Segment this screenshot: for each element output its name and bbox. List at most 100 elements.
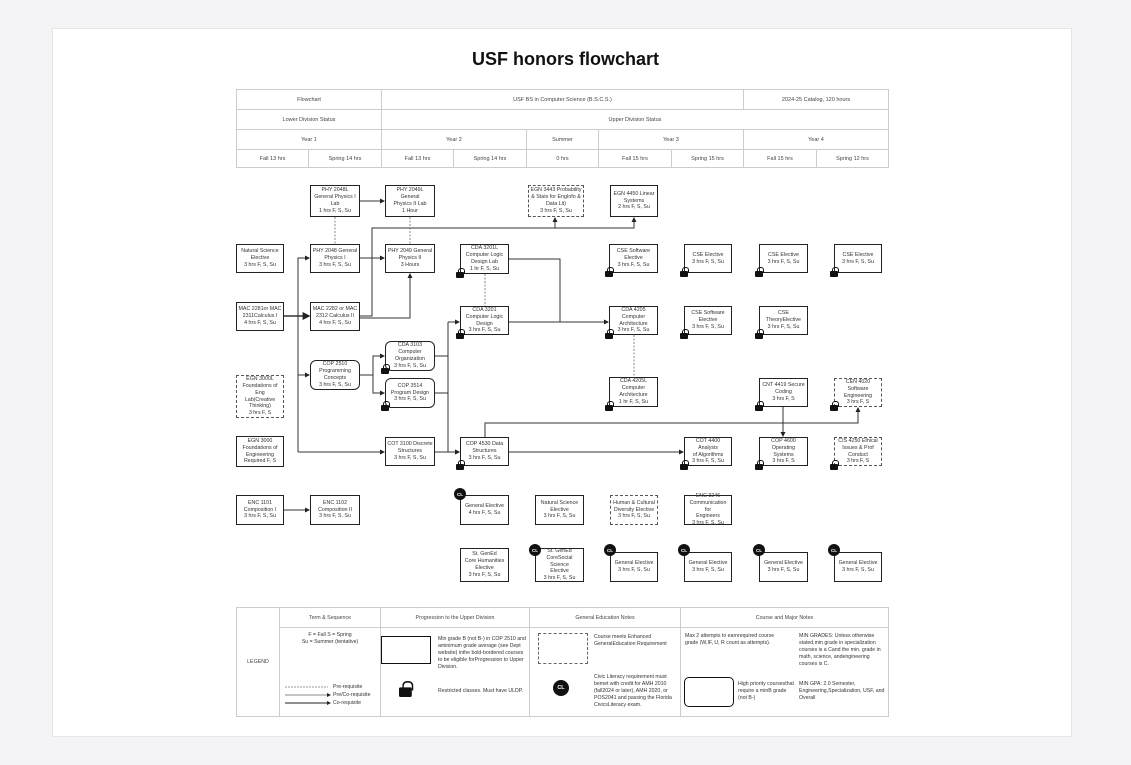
course-general-elective: General Elective 3 hrs F, S, Su <box>759 552 808 582</box>
civic-literacy-badge: CL <box>828 544 840 556</box>
lock-icon <box>755 329 764 339</box>
course-mac2282: MAC 2282 or MAC 2312 Calculus II 4 hrs F… <box>310 302 360 331</box>
course-cda3201: CDA 3201 Computer Logic Design 3 hrs F, … <box>460 306 509 335</box>
course-cop2510: COP 2510 Programming Concepts 3 hrs F, S… <box>310 360 360 390</box>
course-egn3000: EGN 3000 Foundations of Engineering Requ… <box>236 436 284 467</box>
legend-coreq: Co-requisite <box>333 700 361 706</box>
course-egn4450: EGN 4450 Linear Systems 2 hrs F, S, Su <box>610 185 658 217</box>
course-cda3103: CDA 3103 Computer Organization 3 hrs F, … <box>385 341 435 371</box>
lock-icon <box>381 364 390 374</box>
page-title: USF honors flowchart <box>471 49 659 69</box>
arrow-cop2510-cop3514 <box>372 375 385 396</box>
course-egn3000l: EGN 3000L Foundations of Eng Lab(Creativ… <box>236 375 284 418</box>
course-general-elective: General Elective 3 hrs F, S, Su <box>834 552 882 582</box>
course-enc1101: ENC 1101 Composition I 3 hrs F, S, Su <box>236 495 284 525</box>
header-term: Spring 12 hrs <box>816 149 889 168</box>
civic-literacy-badge: CL <box>454 488 466 500</box>
legend-rounded-box-sample <box>684 677 734 707</box>
legend-dashed-note: Course meets Enhanced GeneralEducation R… <box>594 634 667 648</box>
course-cse-elective: CSE Elective 3 hrs F, S, Su <box>834 244 882 273</box>
lock-icon <box>399 681 413 697</box>
legend-label: LEGEND <box>236 607 280 717</box>
legend-attempts-note: Max 2 attempts to earnrequired course gr… <box>685 633 775 647</box>
course-core-social-science: St. GenEd CoreSocial Science Elective 3 … <box>535 548 584 582</box>
course-cse-theory-elective: CSE TheoryElective 3 hrs F, S, Su <box>759 306 808 335</box>
lock-icon <box>830 267 839 277</box>
course-cda3201l: CDA 3201L Computer Logic Design Lab 1 hr… <box>460 244 509 274</box>
lock-icon <box>755 401 764 411</box>
civic-literacy-badge: CL <box>753 544 765 556</box>
course-cda4205: CDA 4205 Computer Architecture 3 hrs F, … <box>609 306 658 335</box>
legend-precoreq: Pre/Co-requisite <box>333 692 371 698</box>
course-cop3514: COP 3514 Program Design 3 hrs F, S, Su <box>385 378 435 408</box>
course-phy2048l: PHY 2048L General Physics I Lab 1 hrs F,… <box>310 185 360 217</box>
legend-min-grades: MIN GRADES: Unless otherwise stated,min … <box>799 633 881 668</box>
legend-cell <box>680 627 889 717</box>
course-enc1102: ENC 1102 Composition II 3 hrs F, S, Su <box>310 495 360 525</box>
legend-bold-note: Min grade B (not B-) in COP 2510 and ami… <box>438 636 526 671</box>
lock-icon <box>381 401 390 411</box>
course-general-elective: General Elective 4 hrs F, S, Su <box>460 495 509 525</box>
course-cse-elective: CSE Elective 3 hrs F, S, Su <box>759 244 808 273</box>
course-human-cultural-diversity: Human & Cultural Diversity Elective 3 hr… <box>610 495 658 525</box>
arrow-cop2510-cda3103 <box>360 353 385 376</box>
legend-dashed-box-sample <box>538 633 588 664</box>
course-phy2049: PHY 2049 General Physics II 3 Hours <box>385 244 435 273</box>
course-cse-software-elective: CSE Software Elective 3 hrs F, S, Su <box>609 244 658 273</box>
course-phy2048: PHY 2048 General Physics I 3 hrs F, S, S… <box>310 244 360 273</box>
legend-line-samples <box>285 686 331 705</box>
lock-icon <box>755 460 764 470</box>
legend-priority-note: High priority coursesthat require a minB… <box>738 681 794 702</box>
legend-header: Course and Major Notes <box>680 607 889 628</box>
lock-icon <box>830 460 839 470</box>
course-mac2281: MAC 2281or MAC 2311Calculus I 4 hrs F, S… <box>236 302 284 331</box>
line-cda3201l-cda4205 <box>509 258 561 322</box>
legend-header: Progression to the Upper Division <box>380 607 530 628</box>
page-card <box>52 28 1072 737</box>
legend-cl-note: Civic Literacy requirement must bemet wi… <box>594 674 672 709</box>
lock-icon <box>456 329 465 339</box>
legend-bold-box-sample <box>381 636 431 664</box>
arrow-mac2281-phy2048 <box>297 255 310 316</box>
lock-icon <box>680 267 689 277</box>
legend-lock-note: Restricted classes. Must have ULDP. <box>438 688 523 694</box>
civic-literacy-badge: CL <box>678 544 690 556</box>
course-egn3443: EGN 3443 Probability & Stats for EngInfo… <box>528 185 584 217</box>
course-core-humanities: St. GenEd Core Humanities Elective 3 hrs… <box>460 548 509 582</box>
lock-icon <box>605 401 614 411</box>
course-general-elective: General Elective 3 hrs F, S, Su <box>684 552 732 582</box>
civic-literacy-badge: CL <box>604 544 616 556</box>
course-cse-elective: CSE Elective 3 hrs F, S, Su <box>684 244 732 273</box>
course-cnt4419: CNT 4419 Secure Coding 3 hrs F, S <box>759 378 808 407</box>
arrow-mac2282-phy2049 <box>360 273 413 319</box>
lock-icon <box>605 267 614 277</box>
arrow-mac2282-egn <box>360 217 637 317</box>
legend-terms: F = Fall S = Spring Su = Summer (tentati… <box>301 632 359 646</box>
lock-icon <box>456 460 465 470</box>
lock-icon <box>680 329 689 339</box>
course-cis4250: CIS 4250 Ethical Issues & Prof Conduct 3… <box>834 437 882 466</box>
course-cop4600: COP 4600 Operating Systems 3 hrs F, S <box>759 437 808 466</box>
lock-icon <box>755 267 764 277</box>
civic-literacy-badge: CL <box>553 680 569 696</box>
course-natsci-elective: Natural Science Elective 3 hrs F, S, Su <box>535 495 584 525</box>
course-cop4530: COP 4530 Data Structures 3 hrs F, S, Su <box>460 437 509 466</box>
legend-header: Term & Sequence <box>279 607 381 628</box>
lock-icon <box>830 401 839 411</box>
course-cot3100: COT 3100 Discrete Structures 3 hrs F, S,… <box>385 437 435 466</box>
course-enc3246: ENC 3246 Communication for Engineers 3 h… <box>684 493 732 526</box>
legend-min-gpa: MIN GPA: 2.0 Semester, Engineering,Speci… <box>799 681 885 702</box>
lock-icon <box>456 268 465 278</box>
legend-header: General Education Notes <box>529 607 681 628</box>
civic-literacy-badge: CL <box>529 544 541 556</box>
legend-prereq: Pre-requisite <box>333 684 363 690</box>
course-phy2049l: PHY 2049L General Physics II Lab 1 Hour <box>385 185 435 217</box>
course-natsci-elective: Natural Science Elective 3 hrs F, S, Su <box>236 244 284 273</box>
course-cse-software-elective: CSE Software Elective 3 hrs F, S, Su <box>684 306 732 335</box>
course-general-elective: General Elective 3 hrs F, S, Su <box>610 552 658 582</box>
course-cot4400: COT 4400 Analysis of Algorithms 3 hrs F,… <box>684 437 732 466</box>
course-cen4020: CEN 4020 Software Engineering 3 hrs F, S <box>834 378 882 407</box>
course-cda4205l: CDA 4205L Computer Architecture 1 hr F, … <box>609 377 658 407</box>
arrow-cop4530-cen4020 <box>484 407 861 437</box>
